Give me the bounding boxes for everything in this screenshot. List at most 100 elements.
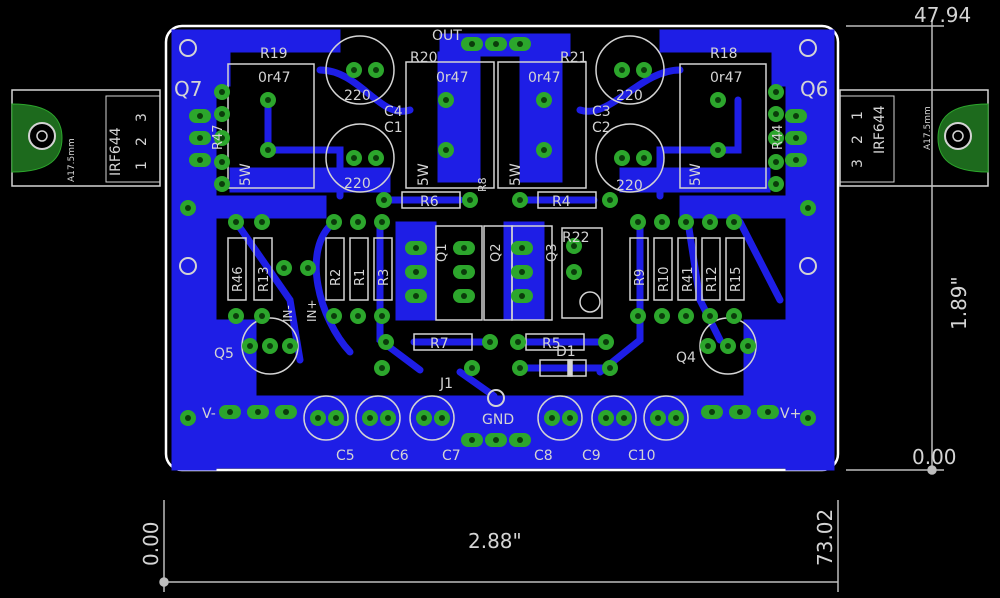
label-q6: Q6 <box>800 77 828 101</box>
pad-hole <box>567 415 573 421</box>
pad-hole <box>331 219 337 225</box>
c5-outline <box>303 395 349 441</box>
label-c1-value: 220 <box>344 176 371 192</box>
q6-pin1-label: 1 <box>850 111 866 120</box>
pad-hole <box>333 415 339 421</box>
r2-outline <box>325 237 345 301</box>
label-r7: R7 <box>430 336 449 352</box>
pad-hole <box>641 67 647 73</box>
label-r1: R1 <box>353 269 368 286</box>
mount-hole-tr <box>799 39 817 57</box>
label-r18-value: 0r47 <box>710 70 742 86</box>
pad-hole <box>185 415 191 421</box>
label-c8: C8 <box>534 448 553 464</box>
label-r21-value: 0r47 <box>528 70 560 86</box>
pad-hole <box>773 159 779 165</box>
pad-hole <box>715 147 721 153</box>
q7-part-name: IRF644 <box>108 127 124 176</box>
pads-layer <box>180 37 816 447</box>
dim-height: 1.89" <box>947 276 971 330</box>
pad-hole <box>185 205 191 211</box>
pad-hole <box>517 365 523 371</box>
r20-outline <box>405 61 495 189</box>
pad-hole <box>549 415 555 421</box>
d1-outline <box>539 359 587 377</box>
label-r5: R5 <box>542 336 561 352</box>
r22-outline <box>561 227 603 319</box>
pad-hole <box>519 293 525 299</box>
pad-hole <box>355 219 361 225</box>
pad-hole <box>765 409 771 415</box>
r3-outline <box>373 237 393 301</box>
dimension-text: 47.94 0.00 1.89" 2.88" 0.00 73.02 <box>139 3 971 566</box>
label-c2-value: 220 <box>616 178 643 194</box>
r22-trim <box>579 291 601 313</box>
c6-outline <box>355 395 401 441</box>
label-q1: Q1 <box>435 243 450 262</box>
pad-hole <box>331 313 337 319</box>
pad-hole <box>413 245 419 251</box>
pad-hole <box>379 365 385 371</box>
c10-outline <box>643 395 689 441</box>
pad-hole <box>773 89 779 95</box>
label-r9: R9 <box>633 269 648 286</box>
mount-hole-tl <box>179 39 197 57</box>
pad-hole <box>265 147 271 153</box>
label-r15: R15 <box>729 266 744 292</box>
r10-outline <box>653 237 673 301</box>
label-r8: R8 <box>476 177 489 192</box>
dimension-annotations <box>159 20 944 592</box>
label-r4: R4 <box>552 194 571 210</box>
pad-hole <box>705 343 711 349</box>
pad-hole <box>247 343 253 349</box>
pad-hole <box>255 409 261 415</box>
pad-hole <box>673 415 679 421</box>
pad-hole <box>659 313 665 319</box>
pad-hole <box>707 219 713 225</box>
pad-hole <box>385 415 391 421</box>
q6-leads-box <box>839 95 895 183</box>
pad-hole <box>227 409 233 415</box>
q6-heatsink-assembly: IRF644 A17.5mm 1 2 3 <box>839 89 989 187</box>
copper-right-mid <box>679 195 787 219</box>
label-r21: R21 <box>560 50 588 66</box>
pad-hole <box>793 113 799 119</box>
q7-leads-box <box>105 95 161 183</box>
pad-hole <box>259 219 265 225</box>
pad-hole <box>461 245 467 251</box>
mount-hole-bc <box>487 389 505 407</box>
label-c7: C7 <box>442 448 461 464</box>
label-c1: C1 <box>384 120 403 136</box>
pad-hole <box>439 415 445 421</box>
label-c2: C2 <box>592 120 611 136</box>
trace-16 <box>576 66 684 115</box>
pad-hole <box>379 313 385 319</box>
pad-hole <box>469 365 475 371</box>
pad-hole <box>413 293 419 299</box>
trace-7 <box>684 218 724 344</box>
pad-hole <box>461 269 467 275</box>
label-r10: R10 <box>657 266 672 292</box>
label-r20: R20 <box>410 50 438 66</box>
pad-hole <box>731 219 737 225</box>
board-outline <box>164 24 840 472</box>
mounting-holes <box>179 39 817 407</box>
pad-hole <box>541 97 547 103</box>
label-r47: R47 <box>211 124 226 150</box>
label-c3-value: 220 <box>616 88 643 104</box>
copper-top-left <box>215 29 341 87</box>
label-r22: R22 <box>562 230 590 246</box>
r15-outline <box>725 237 745 301</box>
dim-origin-marker-bottom <box>159 577 169 587</box>
silkscreen-text: OUT GND J1 V- V+ IN- IN+ Q7 Q6 Q5 Q4 Q1 … <box>174 28 828 464</box>
pad-hole <box>621 415 627 421</box>
label-c5: C5 <box>336 448 355 464</box>
pad-hole <box>259 313 265 319</box>
q6-heatsink-label: A17.5mm <box>923 106 933 150</box>
r18-outline <box>679 63 767 189</box>
pad-hole <box>351 67 357 73</box>
pad-hole <box>315 415 321 421</box>
pad-hole <box>367 415 373 421</box>
label-r20-value: 0r47 <box>436 70 468 86</box>
c3-outline <box>595 35 665 105</box>
